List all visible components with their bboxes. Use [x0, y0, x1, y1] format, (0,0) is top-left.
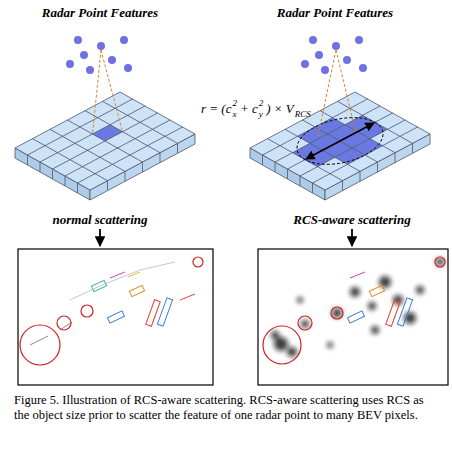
sparse-features: [347, 272, 412, 326]
panel-heading: Radar Point Features: [277, 5, 393, 21]
radar-points: [66, 36, 132, 74]
bev-output: [18, 249, 213, 385]
radius-arrow: [306, 123, 374, 159]
bev-output: [258, 249, 448, 385]
bev-grid: [250, 92, 430, 190]
formula-part: 2: [232, 98, 237, 108]
projection-lines: [318, 50, 356, 136]
formula-part: RCS: [295, 109, 311, 119]
flow-arrow: [99, 229, 101, 246]
formula-part: + c: [240, 101, 258, 117]
formula-part: r = (c: [201, 101, 231, 117]
radar-points: [301, 36, 367, 74]
formula-part: 2: [259, 98, 264, 108]
formula-part: ) × V: [266, 101, 294, 117]
bev-grid: [15, 92, 195, 190]
panel-heading: Radar Point Features: [42, 5, 158, 21]
formula-part: y: [259, 109, 263, 119]
highlight-circles: [263, 257, 445, 364]
highlight-circles: [20, 257, 203, 365]
method-label: normal scattering: [53, 212, 148, 228]
method-label: RCS-aware scattering: [293, 212, 410, 228]
projection-lines: [93, 50, 123, 134]
formula-part: x: [232, 109, 236, 119]
sparse-features: [30, 262, 195, 345]
scattered-blobs: [271, 258, 444, 357]
figure-caption: Figure 5. Illustration of RCS-aware scat…: [14, 393, 440, 423]
flow-arrow: [351, 229, 353, 246]
